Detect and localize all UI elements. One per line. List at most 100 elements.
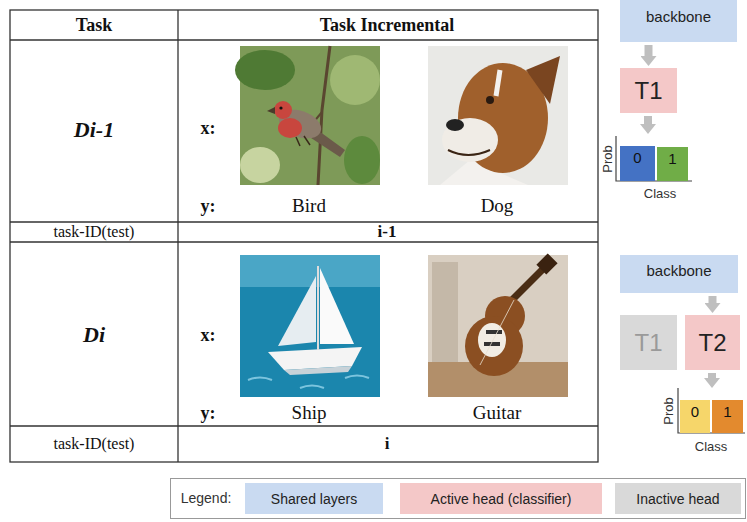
legend-title: Legend: xyxy=(181,490,232,506)
legend-text: Shared layers xyxy=(271,491,357,507)
ship-photo xyxy=(284,366,352,375)
legend-frame xyxy=(171,479,746,519)
node-text: T1 xyxy=(634,329,662,357)
class-name: Dog xyxy=(481,195,514,217)
ship-photo xyxy=(240,255,380,397)
ship-photo xyxy=(317,266,319,350)
ship-photo xyxy=(240,255,380,397)
dog-photo xyxy=(448,150,490,155)
guitar-photo xyxy=(465,316,523,376)
flow-arrow xyxy=(708,373,716,378)
guitar-photo xyxy=(428,253,568,397)
dataset-name: Di xyxy=(83,322,105,348)
flow-arrow xyxy=(709,296,717,303)
row-key: x: xyxy=(201,325,216,346)
task-id: i-1 xyxy=(378,222,397,242)
bird-photo xyxy=(330,55,380,105)
column-header: Task xyxy=(76,15,112,36)
node-text: 0 xyxy=(633,149,641,166)
table-grid xyxy=(10,10,598,462)
node-text: 1 xyxy=(668,150,676,167)
legend-swatch: Active head (classifier) xyxy=(400,483,602,514)
bird-photo xyxy=(274,101,292,119)
dog-photo xyxy=(428,46,568,185)
legend-text: Inactive head xyxy=(636,491,719,507)
table-grid xyxy=(10,221,598,222)
task-id: i xyxy=(385,434,390,454)
dog-photo xyxy=(446,119,464,131)
inactive-head-box: T1 xyxy=(620,315,677,370)
class-name: Ship xyxy=(292,402,327,424)
table-grid xyxy=(10,425,598,426)
table-cell: task-ID(test) xyxy=(54,435,135,453)
prob-bar: 1 xyxy=(712,400,743,433)
dog-photo xyxy=(486,96,494,104)
dog-photo xyxy=(428,46,568,185)
legend-swatch: Shared layers xyxy=(245,483,383,514)
bird-photo xyxy=(235,46,380,185)
bird-photo xyxy=(235,50,295,90)
legend-swatch: Inactive head xyxy=(615,483,741,514)
bird-photo xyxy=(279,106,282,109)
backbone-box: backbone xyxy=(620,255,738,293)
guitar-photo xyxy=(486,330,502,334)
axis-label: Prob xyxy=(600,145,615,172)
node-text: backbone xyxy=(646,262,711,279)
bird-photo xyxy=(278,118,302,138)
legend-text: Active head (classifier) xyxy=(431,491,572,507)
axis-label: Class xyxy=(644,186,677,201)
table-grid xyxy=(10,241,598,242)
node-text: 1 xyxy=(723,403,731,420)
table-grid xyxy=(177,10,178,462)
flow-arrow xyxy=(648,116,712,378)
bird-photo xyxy=(344,136,380,184)
prob-bar: 0 xyxy=(620,146,655,181)
dog-photo xyxy=(496,70,500,96)
ship-photo xyxy=(240,255,380,287)
table-cell: task-ID(test) xyxy=(54,223,135,241)
class-name: Bird xyxy=(292,195,326,217)
guitar-photo xyxy=(478,323,506,357)
head-box: T1 xyxy=(620,68,677,113)
bird-photo xyxy=(296,136,310,146)
ship-photo xyxy=(248,376,369,389)
backbone-box: backbone xyxy=(620,0,737,42)
row-key: x: xyxy=(201,118,216,139)
prob-bar: 1 xyxy=(657,147,688,181)
row-key: y: xyxy=(201,196,216,217)
table-grid xyxy=(10,39,598,40)
node-text: backbone xyxy=(646,8,711,25)
ship-photo xyxy=(320,268,354,344)
guitar-photo xyxy=(428,255,568,397)
axis-label: Prob xyxy=(661,397,676,424)
column-header: Task Incremental xyxy=(320,15,455,36)
dog-photo xyxy=(442,118,498,162)
bird-photo xyxy=(240,147,280,183)
flow-arrow xyxy=(644,116,652,124)
guitar-photo xyxy=(432,262,458,362)
guitar-photo xyxy=(480,300,514,365)
head-box: T2 xyxy=(685,315,740,370)
class-name: Guitar xyxy=(473,402,522,424)
ship-photo xyxy=(278,276,316,346)
flow-arrow xyxy=(645,45,653,56)
node-text: T2 xyxy=(698,329,726,357)
dog-photo xyxy=(526,56,560,104)
chart-axes xyxy=(616,136,745,433)
chart-axes xyxy=(678,388,745,433)
node-text: T1 xyxy=(634,77,662,105)
table-grid xyxy=(10,10,598,462)
dataset-name: Di-1 xyxy=(74,117,114,143)
row-key: y: xyxy=(201,403,216,424)
bird-photo xyxy=(267,107,275,114)
axis-label: Class xyxy=(695,439,728,454)
guitar-photo xyxy=(510,266,546,302)
node-text: 0 xyxy=(691,403,699,420)
guitar-photo xyxy=(536,253,557,274)
chart-axes xyxy=(616,136,692,181)
